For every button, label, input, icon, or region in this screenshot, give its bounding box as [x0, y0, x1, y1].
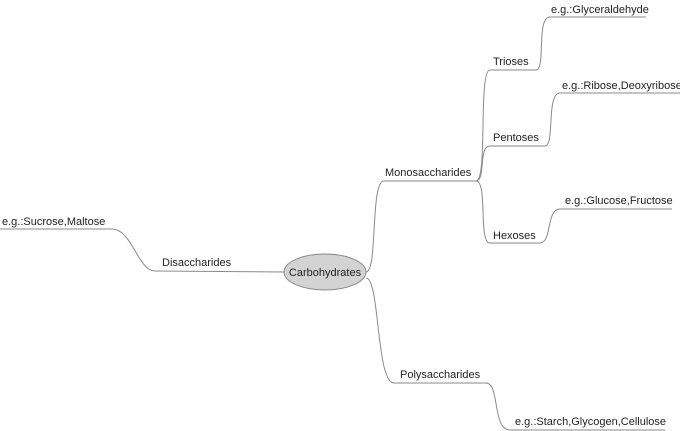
- example-hexoses[interactable]: e.g.:Glucose,Fructose: [565, 195, 673, 207]
- connector-mono-trioses: [475, 69, 536, 182]
- connector-root-poly: [365, 277, 486, 384]
- connector-di-example: [0, 228, 156, 272]
- node-disaccharides[interactable]: Disaccharides: [162, 257, 232, 269]
- node-hexoses[interactable]: Hexoses: [493, 230, 536, 242]
- example-trioses[interactable]: e.g.:Glyceraldehyde: [551, 4, 649, 16]
- node-pentoses[interactable]: Pentoses: [493, 132, 539, 144]
- connectors: [0, 16, 680, 431]
- connector-trioses-example: [535, 16, 646, 71]
- root-node[interactable]: [283, 253, 367, 291]
- node-monosaccharides[interactable]: Monosaccharides: [385, 167, 472, 179]
- example-polysaccharides[interactable]: e.g.:Starch,Glycogen,Cellulose: [515, 416, 666, 428]
- connector-mono-hexoses: [475, 180, 540, 244]
- root-label: Carbohydrates: [289, 267, 362, 279]
- connector-root-mono: [365, 180, 476, 273]
- example-pentoses[interactable]: e.g.:Ribose,Deoxyribose: [562, 80, 680, 92]
- node-trioses[interactable]: Trioses: [493, 56, 529, 68]
- example-disaccharides[interactable]: e.g.:Sucrose,Maltose: [2, 216, 105, 228]
- connector-pentoses-example: [544, 92, 680, 147]
- node-polysaccharides[interactable]: Polysaccharides: [400, 369, 481, 381]
- connector-hexoses-example: [539, 208, 672, 244]
- connector-poly-example: [485, 382, 665, 431]
- connector-mono-pentoses: [475, 145, 545, 182]
- connector-root-di: [154, 270, 286, 273]
